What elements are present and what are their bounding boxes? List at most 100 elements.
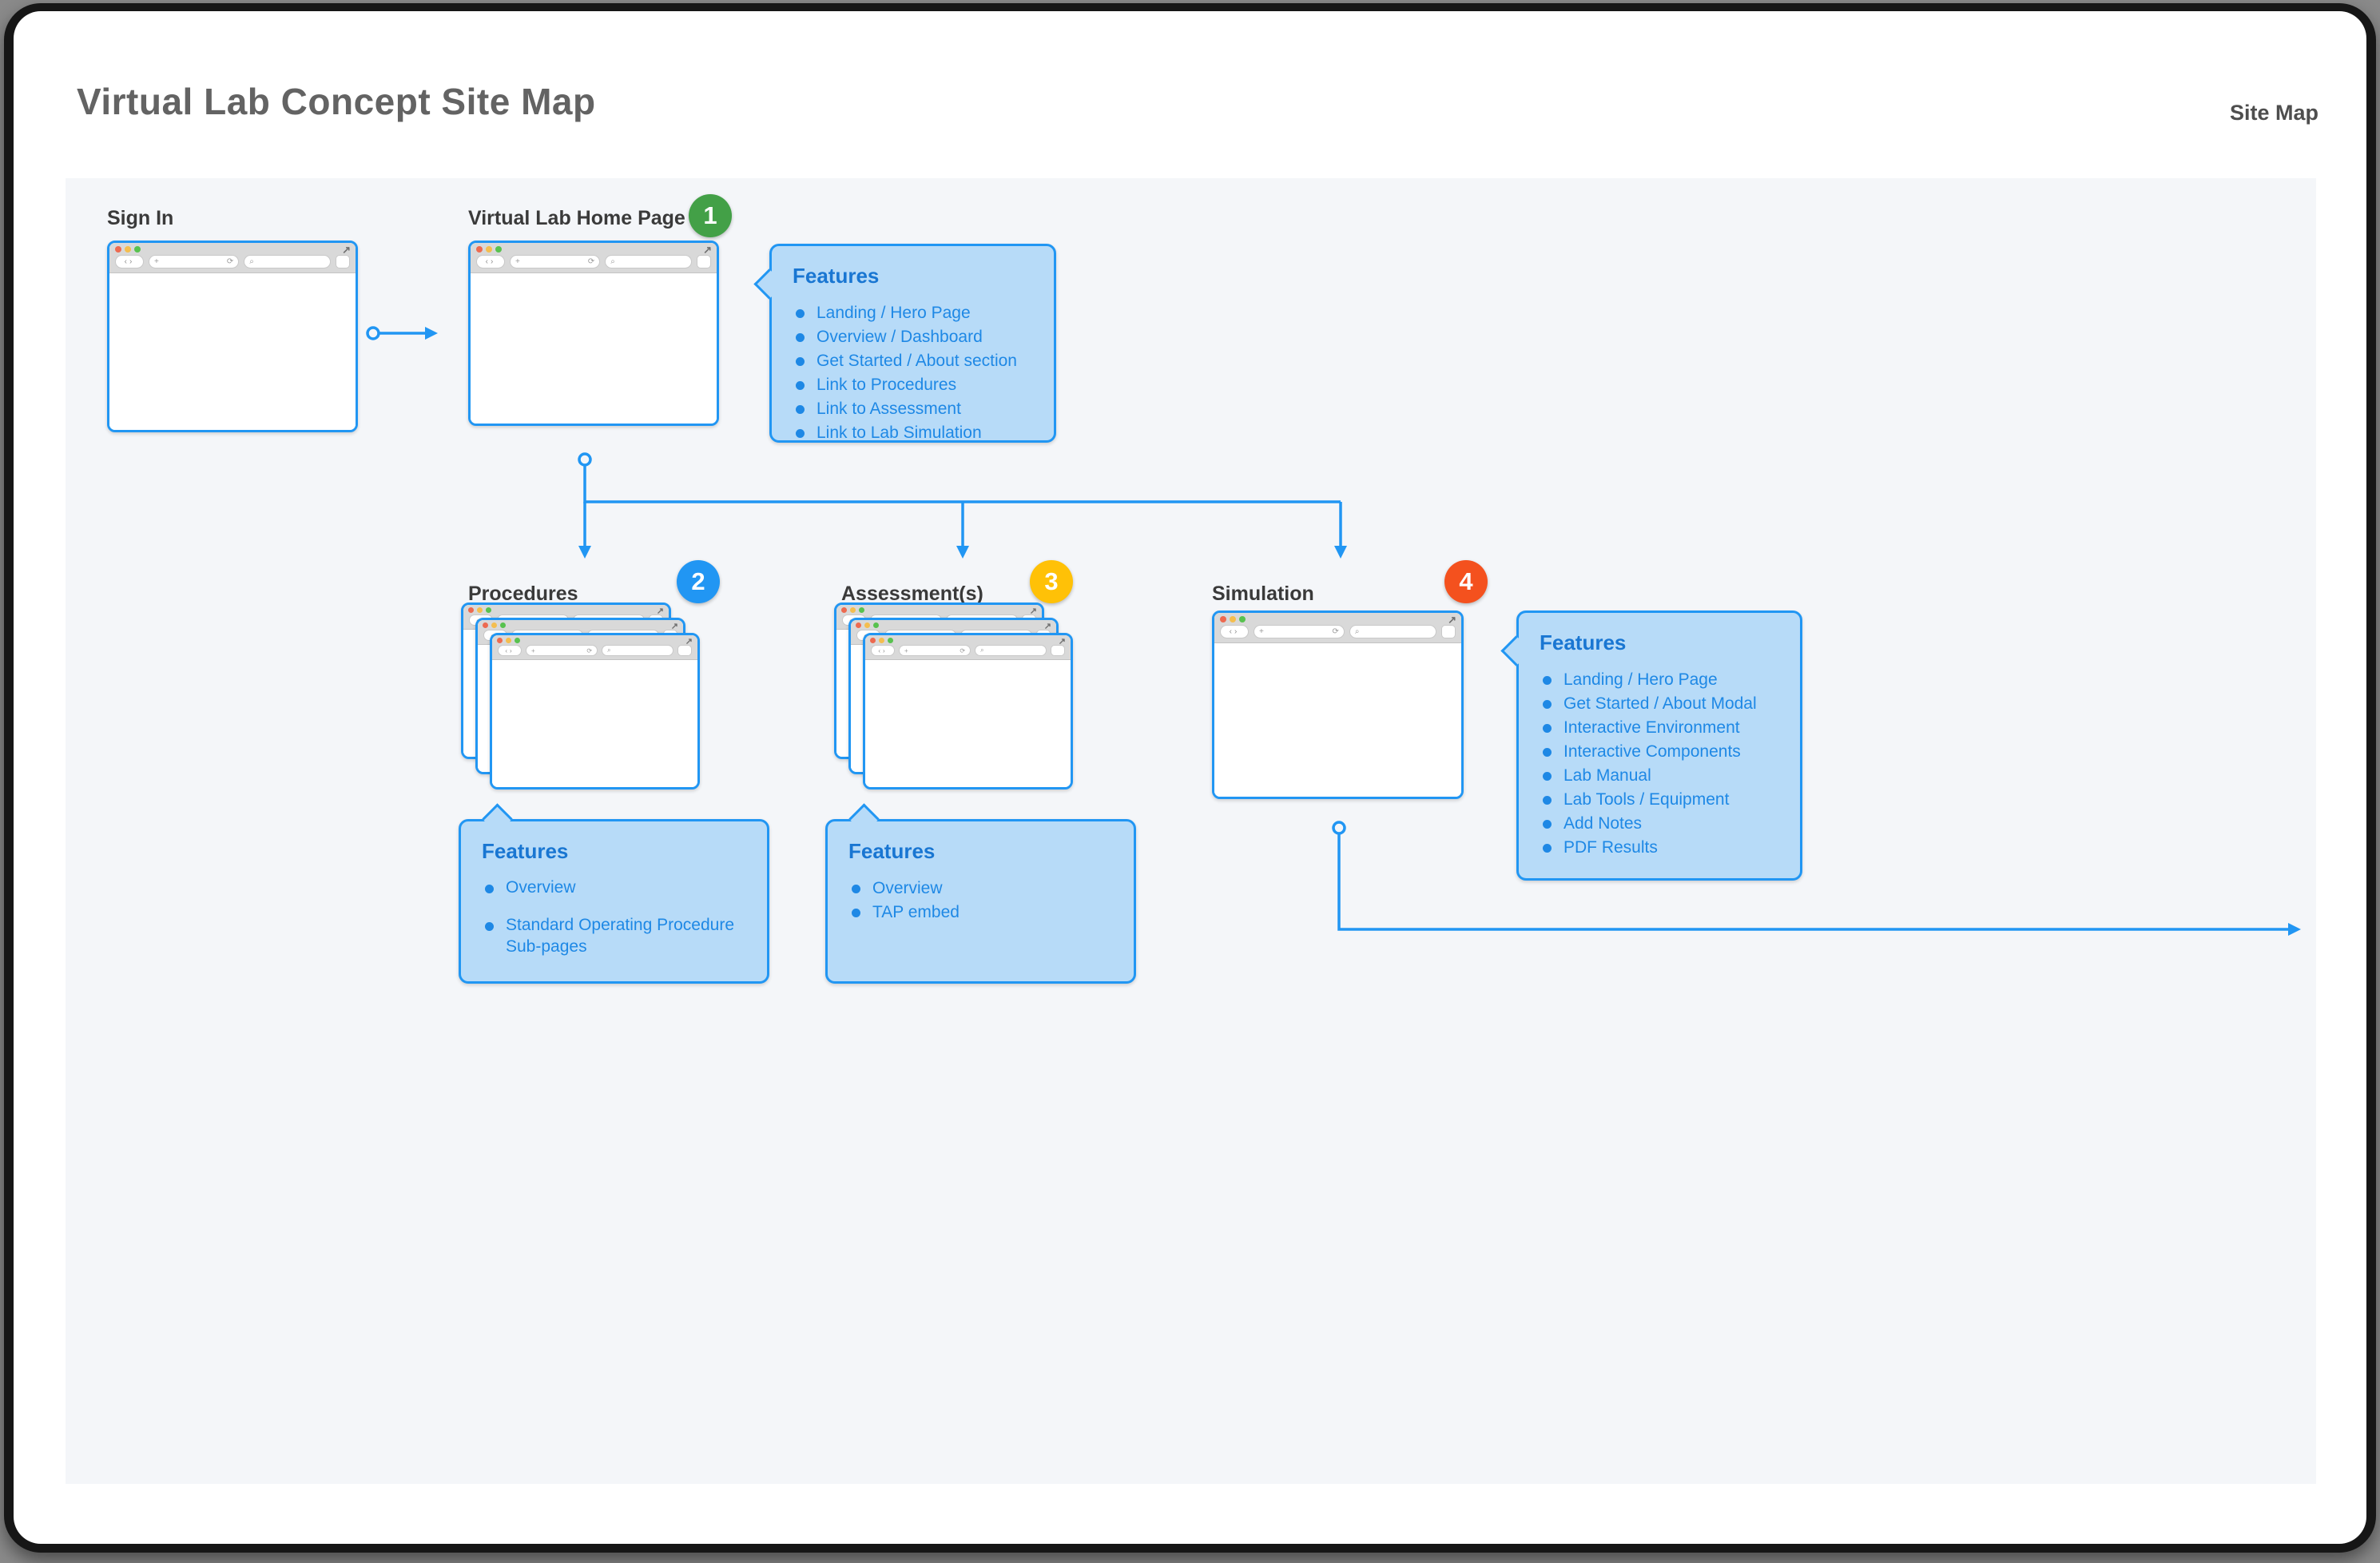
simulation-window: ↗ ‹› +⟳ ⌕ — [1212, 610, 1464, 799]
procedures-window-front: ↗ ‹› + ⟳ ⌕ — [490, 633, 700, 789]
traffic-lights — [483, 622, 506, 628]
section-label-sign-in: Sign In — [107, 207, 174, 229]
traffic-lights — [870, 638, 893, 643]
sitemap-canvas: Sign In ↗ ‹› +⟳ ⌕ Virtual Lab Home Page … — [66, 178, 2316, 1484]
close-dot-icon — [856, 622, 861, 628]
search-icon: ⌕ — [607, 646, 611, 654]
feature-item: Lab Tools / Equipment — [1540, 788, 1779, 812]
fullscreen-arrow-icon: ↗ — [1029, 607, 1037, 616]
blank-page-content — [1214, 644, 1461, 797]
new-tab-plus-icon: + — [1259, 627, 1264, 636]
reload-icon: ⟳ — [1332, 627, 1339, 636]
toolbar-controls: ‹› +⟳ ⌕ — [115, 255, 350, 268]
reload-icon: ⟳ — [587, 257, 595, 266]
home-window: ↗ ‹› +⟳ ⌕ — [468, 241, 719, 426]
back-forward-buttons: ‹› — [498, 645, 522, 656]
fullscreen-arrow-icon: ↗ — [685, 637, 693, 646]
minimize-dot-icon — [491, 622, 497, 628]
tab-button — [336, 255, 350, 268]
search-icon: ⌕ — [1354, 627, 1360, 636]
minimize-dot-icon — [864, 622, 870, 628]
device-frame: Virtual Lab Concept Site Map Site Map — [4, 3, 2376, 1553]
minimize-dot-icon — [1230, 616, 1236, 622]
blank-page-content — [492, 661, 697, 787]
fullscreen-arrow-icon: ↗ — [342, 244, 351, 256]
feature-item: Standard Operating Procedure Sub-pages — [482, 914, 746, 957]
zoom-dot-icon — [515, 638, 520, 643]
step-badge-3: 3 — [1030, 560, 1073, 603]
zoom-dot-icon — [1239, 616, 1246, 622]
zoom-dot-icon — [888, 638, 893, 643]
search-field: ⌕ — [602, 645, 673, 656]
feature-item: TAP embed — [848, 901, 1113, 925]
traffic-lights — [497, 638, 520, 643]
browser-toolbar: ↗ ‹› +⟳ ⌕ — [865, 635, 1071, 660]
zoom-dot-icon — [873, 622, 879, 628]
feature-item: Landing / Hero Page — [1540, 668, 1779, 692]
search-icon: ⌕ — [980, 646, 984, 654]
step-badge-2: 2 — [677, 560, 720, 603]
zoom-dot-icon — [859, 607, 864, 613]
connector-lines — [366, 326, 2302, 937]
section-label-home: Virtual Lab Home Page — [468, 207, 685, 229]
tab-button — [1441, 625, 1456, 638]
features-heading: Features — [482, 839, 569, 863]
reload-icon: ⟳ — [226, 257, 234, 266]
new-tab-plus-icon: + — [531, 646, 535, 654]
traffic-lights — [1220, 616, 1246, 622]
blank-page-content — [109, 274, 356, 430]
blank-page-content — [471, 274, 717, 424]
corner-label: Site Map — [2229, 101, 2318, 125]
tab-button — [697, 255, 711, 268]
tab-button — [1051, 645, 1065, 656]
reload-icon: ⟳ — [586, 646, 593, 654]
feature-item: Link to Lab Simulation — [793, 421, 1033, 445]
feature-item: Add Notes — [1540, 812, 1779, 836]
new-tab-plus-icon: + — [515, 257, 520, 266]
minimize-dot-icon — [850, 607, 856, 613]
feature-item: Landing / Hero Page — [793, 301, 1033, 325]
features-heading: Features — [848, 839, 936, 863]
blank-page-content — [865, 661, 1071, 787]
traffic-lights — [468, 607, 491, 613]
fullscreen-arrow-icon: ↗ — [670, 622, 678, 631]
close-dot-icon — [841, 607, 847, 613]
toolbar-controls: ‹› +⟳ ⌕ — [1220, 625, 1456, 638]
zoom-dot-icon — [134, 246, 141, 253]
close-dot-icon — [468, 607, 474, 613]
feature-item: Interactive Components — [1540, 740, 1779, 764]
fullscreen-arrow-icon: ↗ — [1448, 614, 1456, 626]
minimize-dot-icon — [506, 638, 511, 643]
reload-icon: ⟳ — [960, 646, 966, 654]
features-heading: Features — [1540, 630, 1627, 654]
zoom-dot-icon — [495, 246, 502, 253]
feature-item: Overview — [848, 877, 1113, 901]
search-field: ⌕ — [244, 255, 331, 268]
close-dot-icon — [497, 638, 503, 643]
browser-toolbar: ↗ ‹› +⟳ ⌕ — [471, 243, 717, 273]
section-label-assessments: Assessment(s) — [841, 583, 983, 605]
feature-item: Get Started / About section — [793, 349, 1033, 373]
fullscreen-arrow-icon: ↗ — [703, 244, 712, 256]
url-field: +⟳ — [1254, 625, 1345, 638]
url-field: +⟳ — [510, 255, 601, 268]
close-dot-icon — [483, 622, 488, 628]
feature-item: PDF Results — [1540, 836, 1779, 860]
close-dot-icon — [476, 246, 483, 253]
zoom-dot-icon — [486, 607, 491, 613]
page-title: Virtual Lab Concept Site Map — [77, 81, 596, 122]
back-forward-buttons: ‹› — [871, 645, 895, 656]
url-field: +⟳ — [149, 255, 240, 268]
feature-item: Get Started / About Modal — [1540, 692, 1779, 716]
search-field: ⌕ — [975, 645, 1047, 656]
close-dot-icon — [115, 246, 121, 253]
tab-button — [677, 645, 692, 656]
browser-toolbar: ↗ ‹› + ⟳ ⌕ — [492, 635, 697, 660]
traffic-lights — [856, 622, 879, 628]
feature-item: Link to Procedures — [793, 373, 1033, 397]
